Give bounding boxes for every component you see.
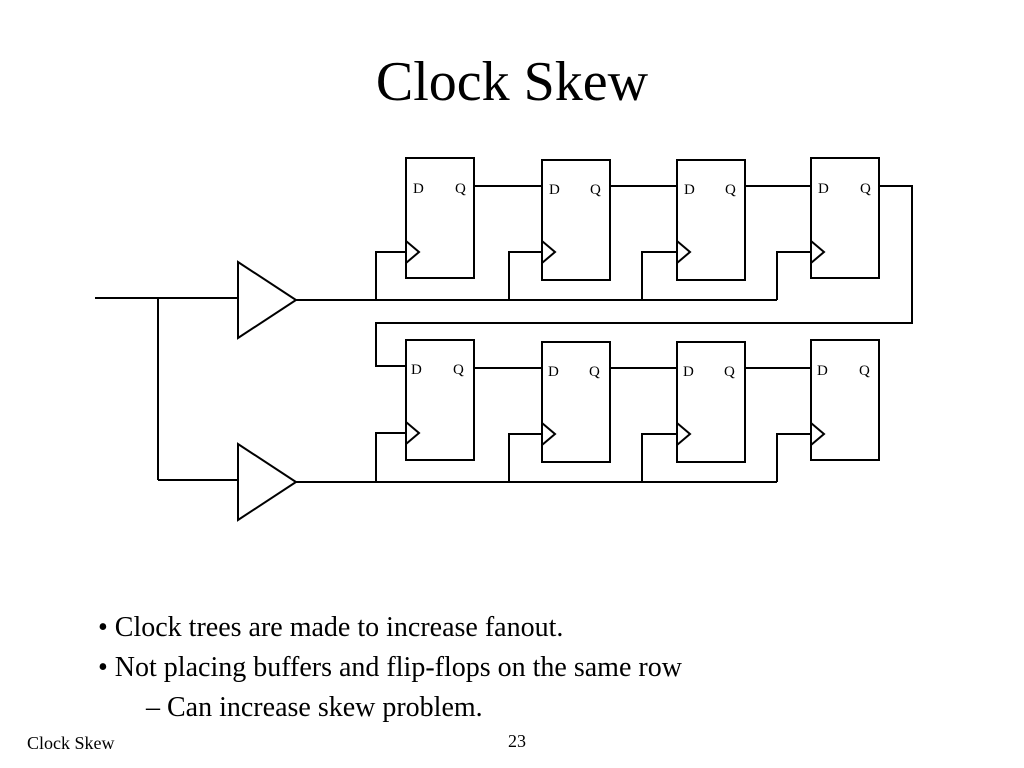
- d-pin-label: D: [411, 362, 422, 378]
- q-pin-label: Q: [725, 182, 736, 198]
- slide-title: Clock Skew: [375, 51, 649, 113]
- q-pin-label: Q: [724, 364, 735, 380]
- d-pin-label: D: [684, 182, 695, 198]
- top-flip-flop-4: D Q: [810, 157, 880, 279]
- bullet-placement: • Not placing buffers and flip-flops on …: [98, 652, 682, 683]
- q-pin-label: Q: [860, 181, 871, 197]
- top-clock-tap-1: [375, 251, 406, 300]
- d-pin-label: D: [549, 182, 560, 198]
- bullet-skew-problem: – Can increase skew problem.: [146, 692, 483, 723]
- top-clock-tap-2: [508, 251, 542, 300]
- q-pin-label: Q: [590, 182, 601, 198]
- q-pin-label: Q: [453, 362, 464, 378]
- bottom-buffer: [237, 442, 298, 522]
- q-pin-label: Q: [455, 181, 466, 197]
- d-pin-label: D: [413, 181, 424, 197]
- bottom-flip-flop-1: D Q: [405, 339, 475, 461]
- page-number: 23: [508, 731, 526, 751]
- q-pin-label: Q: [589, 364, 600, 380]
- bottom-flip-flop-2: D Q: [541, 341, 611, 463]
- top-flip-flop-1: D Q: [405, 157, 475, 279]
- top-flip-flop-2: D Q: [541, 159, 611, 281]
- wraparound-data-wire: [375, 185, 913, 367]
- bottom-clock-tap-2: [508, 433, 542, 482]
- d-pin-label: D: [817, 363, 828, 379]
- bottom-clock-tap-4: [776, 433, 811, 482]
- footer-title: Clock Skew: [27, 733, 115, 753]
- bullet-list: • Clock trees are made to increase fanou…: [98, 608, 682, 728]
- top-buffer: [237, 260, 298, 340]
- bottom-flip-flop-4: D Q: [810, 339, 880, 461]
- d-pin-label: D: [818, 181, 829, 197]
- top-clock-tap-3: [641, 251, 677, 300]
- bullet-fanout: • Clock trees are made to increase fanou…: [98, 612, 564, 643]
- d-pin-label: D: [683, 364, 694, 380]
- top-flip-flop-3: D Q: [676, 159, 746, 281]
- bottom-clock-tap-1: [375, 432, 406, 482]
- top-clock-tap-4: [776, 251, 811, 300]
- d-pin-label: D: [548, 364, 559, 380]
- bottom-flip-flop-3: D Q: [676, 341, 746, 463]
- q-pin-label: Q: [859, 363, 870, 379]
- bottom-clock-tap-3: [641, 433, 677, 482]
